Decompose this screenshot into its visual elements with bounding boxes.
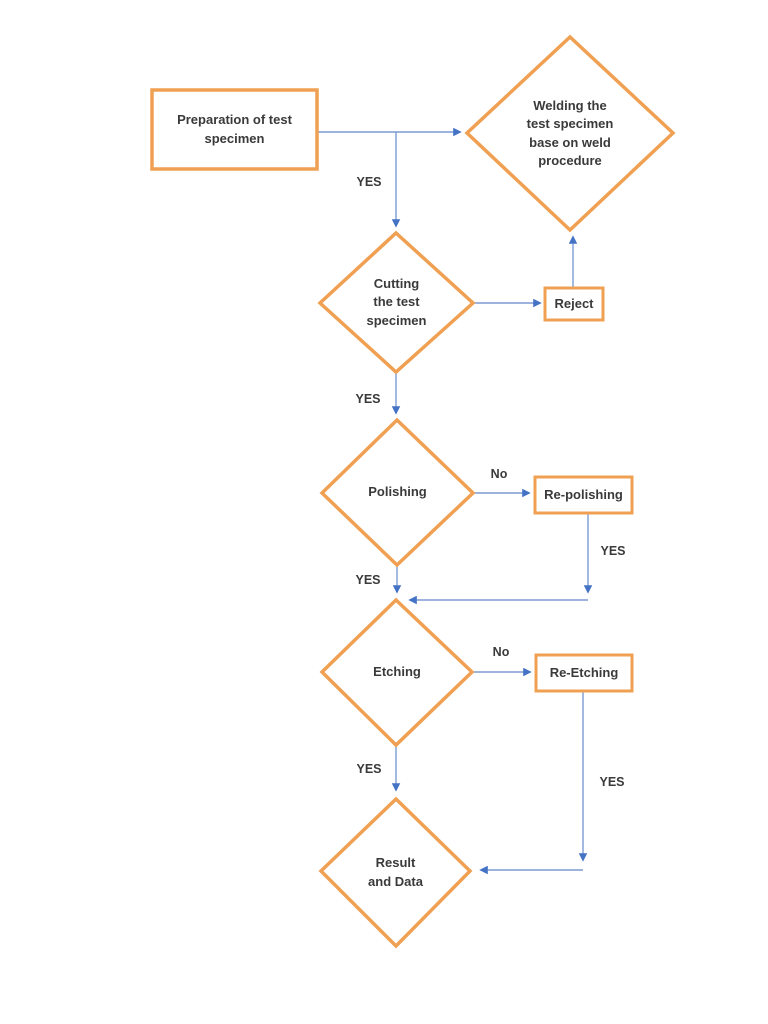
etching-decision-shape (319, 597, 475, 748)
welding-decision-shape (464, 34, 676, 233)
cutting-decision-shape (317, 230, 476, 375)
reetching-node-shape (534, 653, 634, 693)
reject-node-shape (543, 286, 605, 322)
prep-node-shape (150, 88, 319, 171)
repolishing-node-shape (533, 475, 634, 515)
result-decision-shape (318, 796, 473, 949)
polishing-decision-shape (319, 417, 476, 568)
